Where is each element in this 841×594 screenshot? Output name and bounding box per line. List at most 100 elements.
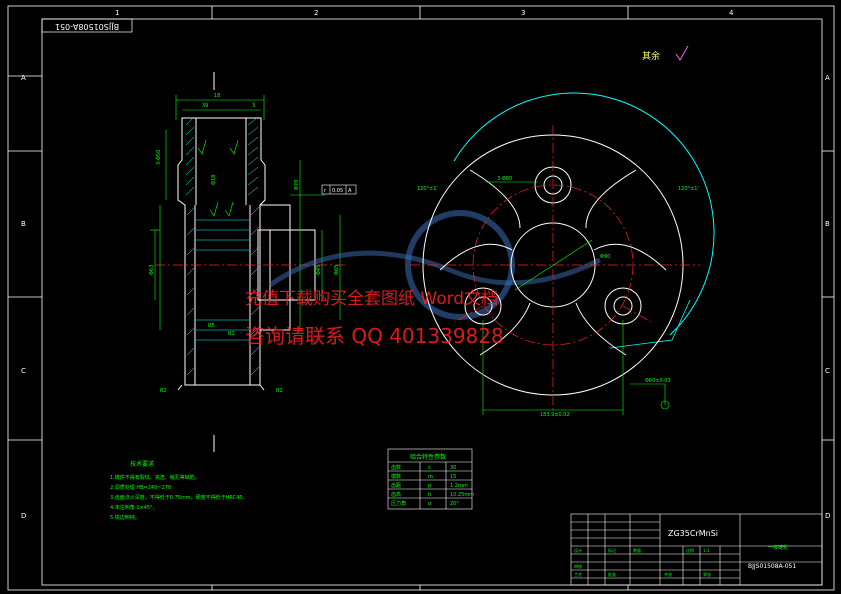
section-hatching bbox=[185, 116, 260, 376]
gear-row-4-sym: h bbox=[428, 492, 431, 498]
dim-side-e: Φ45 bbox=[316, 265, 322, 275]
frame-labels: 1 2 3 4 A B C D A B C D bbox=[21, 9, 830, 520]
section-view: 18 39 3 3-Φ50 Φ18 Φ70 Φ63 Φ45 Φ65 R2 R5 … bbox=[149, 72, 357, 452]
gear-row-4-val: 10.25mm bbox=[450, 492, 474, 498]
col-label-3: 3 bbox=[521, 9, 525, 17]
row-label-a-right: A bbox=[825, 74, 830, 82]
dim-side-d: Φ63 bbox=[149, 265, 155, 275]
front-bottom-dim: 183.9±0.02 bbox=[540, 412, 570, 418]
gear-row-1-sym: z bbox=[428, 465, 431, 471]
title-cell-design: 设计 bbox=[574, 547, 582, 553]
gear-row-2-sym: m bbox=[428, 474, 433, 480]
dim-top-c: 3 bbox=[252, 103, 255, 109]
tech-req-item-2: 2.调质处理 HB=240~270 bbox=[110, 484, 171, 491]
col-label-4: 4 bbox=[729, 9, 734, 17]
dim-top-a: 18 bbox=[214, 93, 220, 99]
row-label-b-left: B bbox=[21, 220, 26, 228]
gear-row-5-name: 压力角 bbox=[391, 500, 406, 507]
front-right-dim: Φ60±0.03 bbox=[645, 378, 671, 384]
title-cell-sheet: 第张 bbox=[703, 571, 711, 577]
gear-row-2-name: 模数 bbox=[391, 473, 401, 480]
front-label-bore: Φ90 bbox=[600, 254, 610, 260]
radius-r3: R3 bbox=[228, 331, 235, 337]
row-label-b-right: B bbox=[825, 220, 830, 228]
title-block: ZG35CrMnSi 一级链轮 BJJS01508A-051 设计 审核 工艺 … bbox=[570, 513, 823, 586]
outer-arc bbox=[453, 92, 715, 336]
rotated-drawing-number: BJJS01508A-051 bbox=[55, 22, 119, 31]
tolerance-value: 0.05 bbox=[332, 188, 343, 194]
radius-r2-right: R2 bbox=[276, 388, 283, 394]
dim-side-a: 3-Φ50 bbox=[156, 150, 162, 165]
dim-side-c: Φ70 bbox=[294, 180, 300, 190]
tolerance-frame: r 0.05 A bbox=[321, 184, 357, 195]
watermark-logo-circle bbox=[405, 210, 515, 320]
tech-req-item-3: 3.齿面淬火深度，不得低于0.75mm，硬度不得低于HRC45。 bbox=[110, 494, 248, 501]
radius-r2-left: R2 bbox=[160, 388, 167, 394]
gear-row-2-val: 15 bbox=[450, 474, 456, 480]
arc-leader bbox=[609, 299, 691, 349]
radius-r5: R5 bbox=[208, 323, 215, 329]
title-material: ZG35CrMnSi bbox=[668, 529, 718, 538]
front-dim-labels: 3-Φ80 Φ90 120°±1' 120°±1' 183.9±0.02 Φ60… bbox=[417, 176, 699, 418]
front-label-angle-left: 120°±1' bbox=[417, 186, 438, 192]
tech-req-item-1: 1.铸件不得有裂纹、夹渣、缩孔等缺陷。 bbox=[110, 474, 200, 481]
tolerance-symbol: r bbox=[324, 188, 327, 194]
gear-row-1-name: 齿数 bbox=[391, 464, 401, 471]
gear-row-3-name: 齿距 bbox=[391, 483, 401, 489]
title-cell-check: 审核 bbox=[574, 563, 582, 569]
watermark-line-1: 充值下载购买全套图纸 Word文档 bbox=[245, 289, 498, 309]
technical-requirements: 技术要求 1.铸件不得有裂纹、夹渣、缩孔等缺陷。 2.调质处理 HB=240~2… bbox=[110, 460, 248, 521]
row-label-c-right: C bbox=[825, 367, 830, 375]
tech-req-item-4: 4.未注倒角 1×45°。 bbox=[110, 504, 158, 511]
watermark-line-2: 咨询请联系 QQ 401339828 bbox=[245, 324, 504, 348]
front-label-holes: 3-Φ80 bbox=[497, 176, 512, 182]
datum-circle-icon bbox=[660, 400, 670, 410]
front-centerlines bbox=[410, 125, 700, 410]
section-dim-labels: 18 39 3 3-Φ50 Φ18 Φ70 Φ63 Φ45 Φ65 R2 R5 … bbox=[149, 93, 340, 394]
col-label-2: 2 bbox=[314, 9, 318, 17]
front-label-angle-right: 120°±1' bbox=[678, 186, 699, 192]
watermark: 充值下载购买全套图纸 Word文档 咨询请联系 QQ 401339828 bbox=[245, 289, 504, 348]
drawing-frame bbox=[7, 5, 835, 591]
tech-req-title: 技术要求 bbox=[130, 460, 154, 468]
gear-row-1-val: 30 bbox=[450, 465, 456, 471]
title-cell-process: 工艺 bbox=[574, 572, 582, 577]
front-dimensions bbox=[482, 181, 666, 415]
row-label-a-left: A bbox=[21, 74, 26, 82]
row-label-d-right: D bbox=[825, 512, 830, 520]
rotated-number-box: BJJS01508A-051 bbox=[41, 18, 133, 33]
gear-row-5-val: 20° bbox=[450, 501, 459, 507]
roughness-symbol-icon bbox=[675, 45, 689, 61]
front-view: 3-Φ80 Φ90 120°±1' 120°±1' 183.9±0.02 Φ60… bbox=[268, 92, 715, 418]
tech-req-item-5: 5.锐边倒钝。 bbox=[110, 514, 140, 521]
gear-row-5-sym: α bbox=[428, 501, 432, 507]
title-cell-qty: 数量 bbox=[633, 547, 641, 553]
gear-table-title: 啮合特性参数 bbox=[410, 453, 446, 461]
col-label-1: 1 bbox=[115, 9, 119, 17]
gear-row-3-val: 1.2mm bbox=[450, 483, 468, 489]
tolerance-datum: A bbox=[348, 188, 352, 194]
watermark-logo-swoosh bbox=[268, 250, 602, 288]
corner-roughness-note: 其余 bbox=[642, 45, 689, 62]
dim-top-b: 39 bbox=[202, 103, 208, 109]
title-cell-mark: 标记 bbox=[608, 547, 616, 553]
row-label-d-left: D bbox=[21, 512, 26, 520]
title-cell-approve: 批准 bbox=[608, 571, 616, 577]
dim-side-b: Φ18 bbox=[211, 175, 217, 185]
title-cell-scale: 1:1 bbox=[703, 548, 710, 553]
section-dimensions bbox=[150, 95, 341, 330]
title-part-name: 一级链轮 bbox=[768, 544, 788, 551]
section-roughness-marks bbox=[197, 139, 239, 217]
corner-note-text: 其余 bbox=[642, 50, 660, 62]
row-label-c-left: C bbox=[21, 367, 26, 375]
gear-row-4-name: 齿高 bbox=[391, 491, 401, 498]
gear-row-3-sym: p bbox=[428, 483, 431, 489]
spoke-cutouts bbox=[439, 169, 667, 356]
section-outline bbox=[177, 117, 316, 391]
dim-side-f: Φ65 bbox=[334, 265, 340, 275]
title-drawing-no: BJJS01508A-051 bbox=[748, 563, 796, 570]
title-cell-ratio: 比例 bbox=[686, 547, 694, 553]
title-cell-sheets: 共张 bbox=[664, 571, 672, 577]
gear-parameter-table: 啮合特性参数 齿数 z 30 模数 m 15 齿距 p 1.2mm 齿高 h 1… bbox=[387, 448, 474, 510]
